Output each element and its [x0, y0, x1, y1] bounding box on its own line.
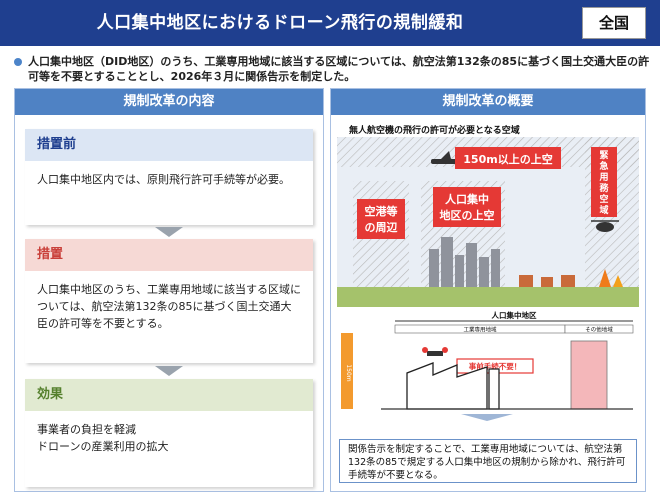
reform-content-heading: 規制改革の内容	[15, 89, 323, 115]
airspace-title: 無人航空機の飛行の許可が必要となる空域	[349, 126, 520, 136]
airport-label-box	[357, 199, 405, 239]
measure-body: 人口集中地区のうち、工業専用地域に該当する区域については、航空法第132条の85…	[37, 283, 301, 330]
intro-text: 人口集中地区（DID地区）のうち、工業専用地域に該当する区域については、航空法第…	[14, 54, 650, 84]
bullet-icon	[14, 58, 22, 66]
effect-title: 効果	[25, 379, 313, 411]
office-building-icon	[570, 340, 608, 410]
before-measure-body: 人口集中地区内では、原則飛行許可手続等が必要。	[37, 173, 290, 186]
emergency-label: 緊 急 用 務 空 域	[598, 150, 609, 216]
houses	[519, 275, 575, 287]
before-measure-title: 措置前	[25, 129, 313, 161]
svg-text:用: 用	[598, 172, 608, 183]
city-buildings	[429, 237, 500, 287]
effect-line-2: ドローンの産業利用の拡大	[37, 440, 169, 453]
airspace-illustration: 無人航空機の飛行の許可が必要となる空域	[337, 123, 639, 421]
effect-box: 効果 事業者の負担を軽減 ドローンの産業利用の拡大	[25, 379, 313, 487]
did-range-label: 人口集中地区	[492, 311, 537, 320]
airspace-diagram: 空港等 の周辺 人口集中 地区の上空 150m以上の上空 緊 急 用 務 空 域	[337, 137, 639, 307]
measure-box: 措置 人口集中地区のうち、工業専用地域に該当する区域については、航空法第132条…	[25, 239, 313, 363]
svg-text:域: 域	[599, 204, 608, 216]
factory-icon	[406, 362, 488, 410]
height-label-box	[455, 147, 561, 169]
airplane-icon	[431, 151, 459, 164]
did-label-box	[433, 187, 501, 227]
other-zone-label: その他地域	[585, 326, 613, 334]
svg-text:務: 務	[599, 182, 609, 194]
reform-overview-panel: 規制改革の概要 無人航空機の飛行の許可が必要となる空域	[330, 88, 646, 492]
before-measure-box: 措置前 人口集中地区内では、原則飛行許可手続等が必要。	[25, 129, 313, 225]
height-bar	[341, 333, 353, 409]
helicopter-icon	[591, 220, 619, 232]
svg-text:緊: 緊	[599, 150, 608, 161]
page-title: 人口集中地区におけるドローン飛行の規制緩和	[96, 13, 464, 33]
did-diagram: 人口集中地区 工業専用地域 その他地域 150m 事前手続不要！	[341, 311, 634, 421]
drone-icon	[422, 347, 448, 356]
reform-content-panel: 規制改革の内容 措置前 人口集中地区内では、原則飛行許可手続等が必要。 措置 人…	[14, 88, 324, 492]
down-arrow-icon	[155, 227, 183, 237]
fire-icon	[599, 269, 623, 287]
down-arrow-icon	[461, 414, 513, 421]
height-bar-label: 150m	[345, 364, 352, 381]
ground	[337, 287, 639, 307]
scope-badge: 全国	[582, 7, 646, 39]
did-label-line2: 地区の上空	[440, 208, 495, 222]
page-header: 人口集中地区におけるドローン飛行の規制緩和 全国	[0, 0, 660, 46]
airport-label-line2: の周辺	[365, 221, 398, 234]
effect-body: 事業者の負担を軽減 ドローンの産業利用の拡大	[25, 411, 313, 465]
airport-label-line1: 空港等	[365, 204, 398, 218]
did-label-line1: 人口集中	[445, 192, 489, 206]
emergency-label-box	[591, 147, 617, 217]
measure-title: 措置	[25, 239, 313, 271]
no-procedure-label: 事前手続不要！	[469, 361, 522, 371]
reform-overview-heading: 規制改革の概要	[331, 89, 645, 115]
intro-sentence: 人口集中地区（DID地区）のうち、工業専用地域に該当する区域については、航空法第…	[28, 55, 650, 83]
industrial-zone-label: 工業専用地域	[463, 326, 497, 334]
overview-note: 関係告示を制定することで、工業専用地域については、航空法第132条の85で規定す…	[339, 439, 637, 483]
effect-line-1: 事業者の負担を軽減	[37, 423, 136, 436]
down-arrow-icon	[155, 366, 183, 376]
svg-text:空: 空	[599, 193, 608, 205]
svg-text:急: 急	[599, 160, 608, 172]
height-label: 150m以上の上空	[463, 152, 552, 166]
